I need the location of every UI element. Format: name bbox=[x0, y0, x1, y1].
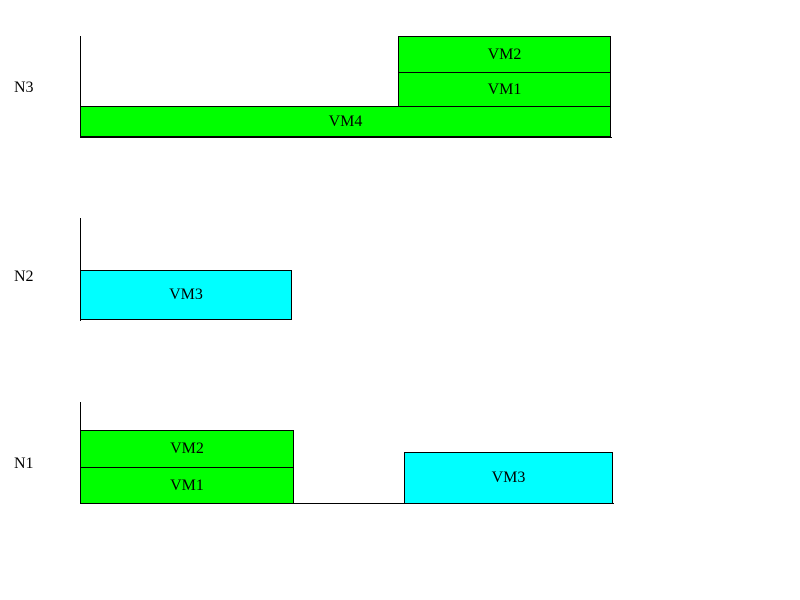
node-label-n2: N2 bbox=[14, 268, 34, 285]
n1-baseline bbox=[80, 503, 614, 504]
n3-vm1-label: VM1 bbox=[487, 80, 522, 98]
n2-axis bbox=[80, 218, 81, 321]
n3-vm4-label: VM4 bbox=[328, 112, 363, 130]
n3-baseline bbox=[80, 137, 612, 138]
n1-vm2-block: VM2 bbox=[80, 430, 294, 468]
n1-vm3-label: VM3 bbox=[491, 469, 526, 486]
n1-vm2-label: VM2 bbox=[170, 440, 204, 457]
n3-axis bbox=[80, 36, 81, 138]
n2-vm3-block: VM3 bbox=[80, 270, 292, 320]
n1-vm1-label: VM1 bbox=[170, 476, 204, 494]
node-label-n3: N3 bbox=[14, 79, 34, 96]
n3-vm2-label: VM2 bbox=[487, 45, 522, 63]
node-label-n1: N1 bbox=[14, 455, 34, 472]
n1-vm3-block: VM3 bbox=[404, 452, 613, 504]
n2-vm3-label: VM3 bbox=[169, 286, 203, 303]
n3-vm4-block: VM4 bbox=[80, 106, 611, 137]
n3-vm2-block: VM2 bbox=[398, 36, 611, 73]
n1-vm1-block: VM1 bbox=[80, 467, 294, 504]
n3-vm1-block: VM1 bbox=[398, 72, 611, 107]
